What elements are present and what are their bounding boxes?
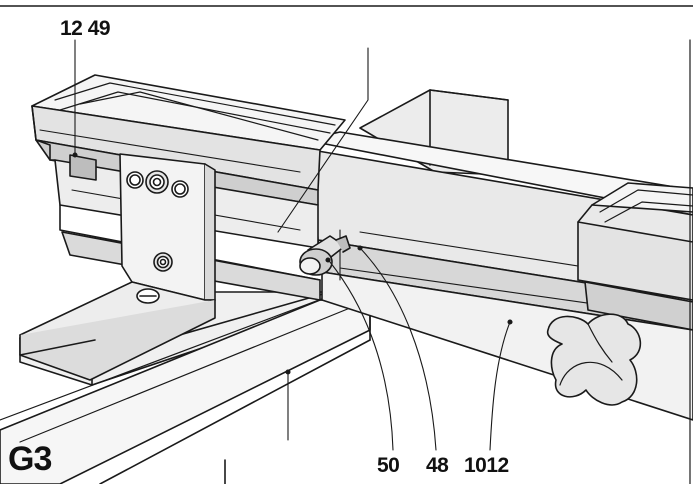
callout-label-50: 50 xyxy=(377,454,400,477)
plate-screw xyxy=(153,252,173,272)
leader-lines xyxy=(72,39,513,451)
callout-label-12-49: 12 49 xyxy=(60,17,111,40)
right-extrusion xyxy=(577,182,693,331)
hex-bolt-icon xyxy=(145,170,169,194)
callout-label-1012: 1012 xyxy=(464,454,509,477)
foot-screw xyxy=(136,288,160,304)
callout-label-48: 48 xyxy=(426,454,449,477)
figure-id-label: G3 xyxy=(8,440,52,478)
bracket-plate xyxy=(19,153,216,381)
small-knob xyxy=(299,235,351,276)
star-knob-icon xyxy=(546,313,642,406)
